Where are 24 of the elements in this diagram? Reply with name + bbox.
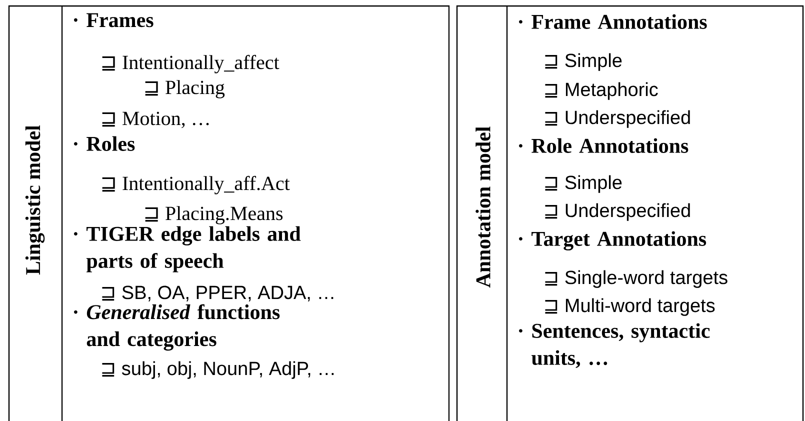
list-item: ⊒ Placing [145,80,225,98]
list-item: ⊒ SB, OA, PPER, ADJA, … [102,286,334,302]
section-heading: · Roles [74,136,135,151]
section-heading: · Role Annotations [519,138,688,153]
vertical-label: Annotation model [476,126,490,288]
list-item: ⊒ Underspecified [545,203,690,221]
section-heading: · TIGER edge labels and parts of speech [74,226,301,272]
section-heading: · Frame Annotations [519,14,707,29]
list-item: ⊒ Underspecified [545,110,690,128]
list-item: ⊒ subj, obj, NounP, AdjP, … [102,361,334,379]
section-heading: · Frames [74,13,154,28]
section-heading: · Target Annotations [519,231,706,250]
section-heading: · Sentences, syntactic units, … [519,323,710,368]
list-item: ⊒ Intentionally_affect [102,54,280,74]
list-item: ⊒ Simple [545,175,622,193]
list-item: ⊒ Metaphoric [545,82,658,100]
list-item: ⊒ Placing.Means [145,206,283,224]
vertical-label: Linguistic model [25,125,45,275]
list-item: ⊒ Single-word targets [545,270,728,288]
section-heading: · Generalised functions and categories [74,304,280,351]
list-item: ⊒ Intentionally_aff.Act [102,176,290,194]
list-item: ⊒ Multi-word targets [545,298,715,316]
list-item: ⊒ Motion, … [102,112,209,128]
list-item: ⊒ Simple [545,53,622,71]
